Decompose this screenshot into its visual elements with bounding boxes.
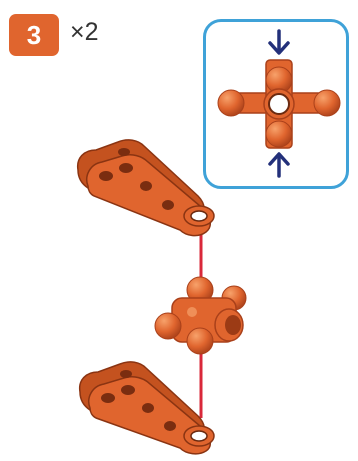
connector-hub-part [154, 276, 247, 355]
callout-ball-bottom [265, 120, 293, 148]
callout-ball-left [217, 89, 245, 117]
arrow-down-icon [268, 29, 290, 55]
arrow-up-icon [268, 152, 290, 178]
step-number-badge: 3 [9, 14, 59, 56]
beam-part-bottom [78, 361, 215, 455]
quantity-multiplier: ×2 [70, 18, 99, 46]
callout-center-hole [268, 93, 290, 115]
callout-connector-hub [217, 59, 341, 149]
beam-part-top [76, 139, 215, 237]
callout-ball-right [313, 89, 341, 117]
